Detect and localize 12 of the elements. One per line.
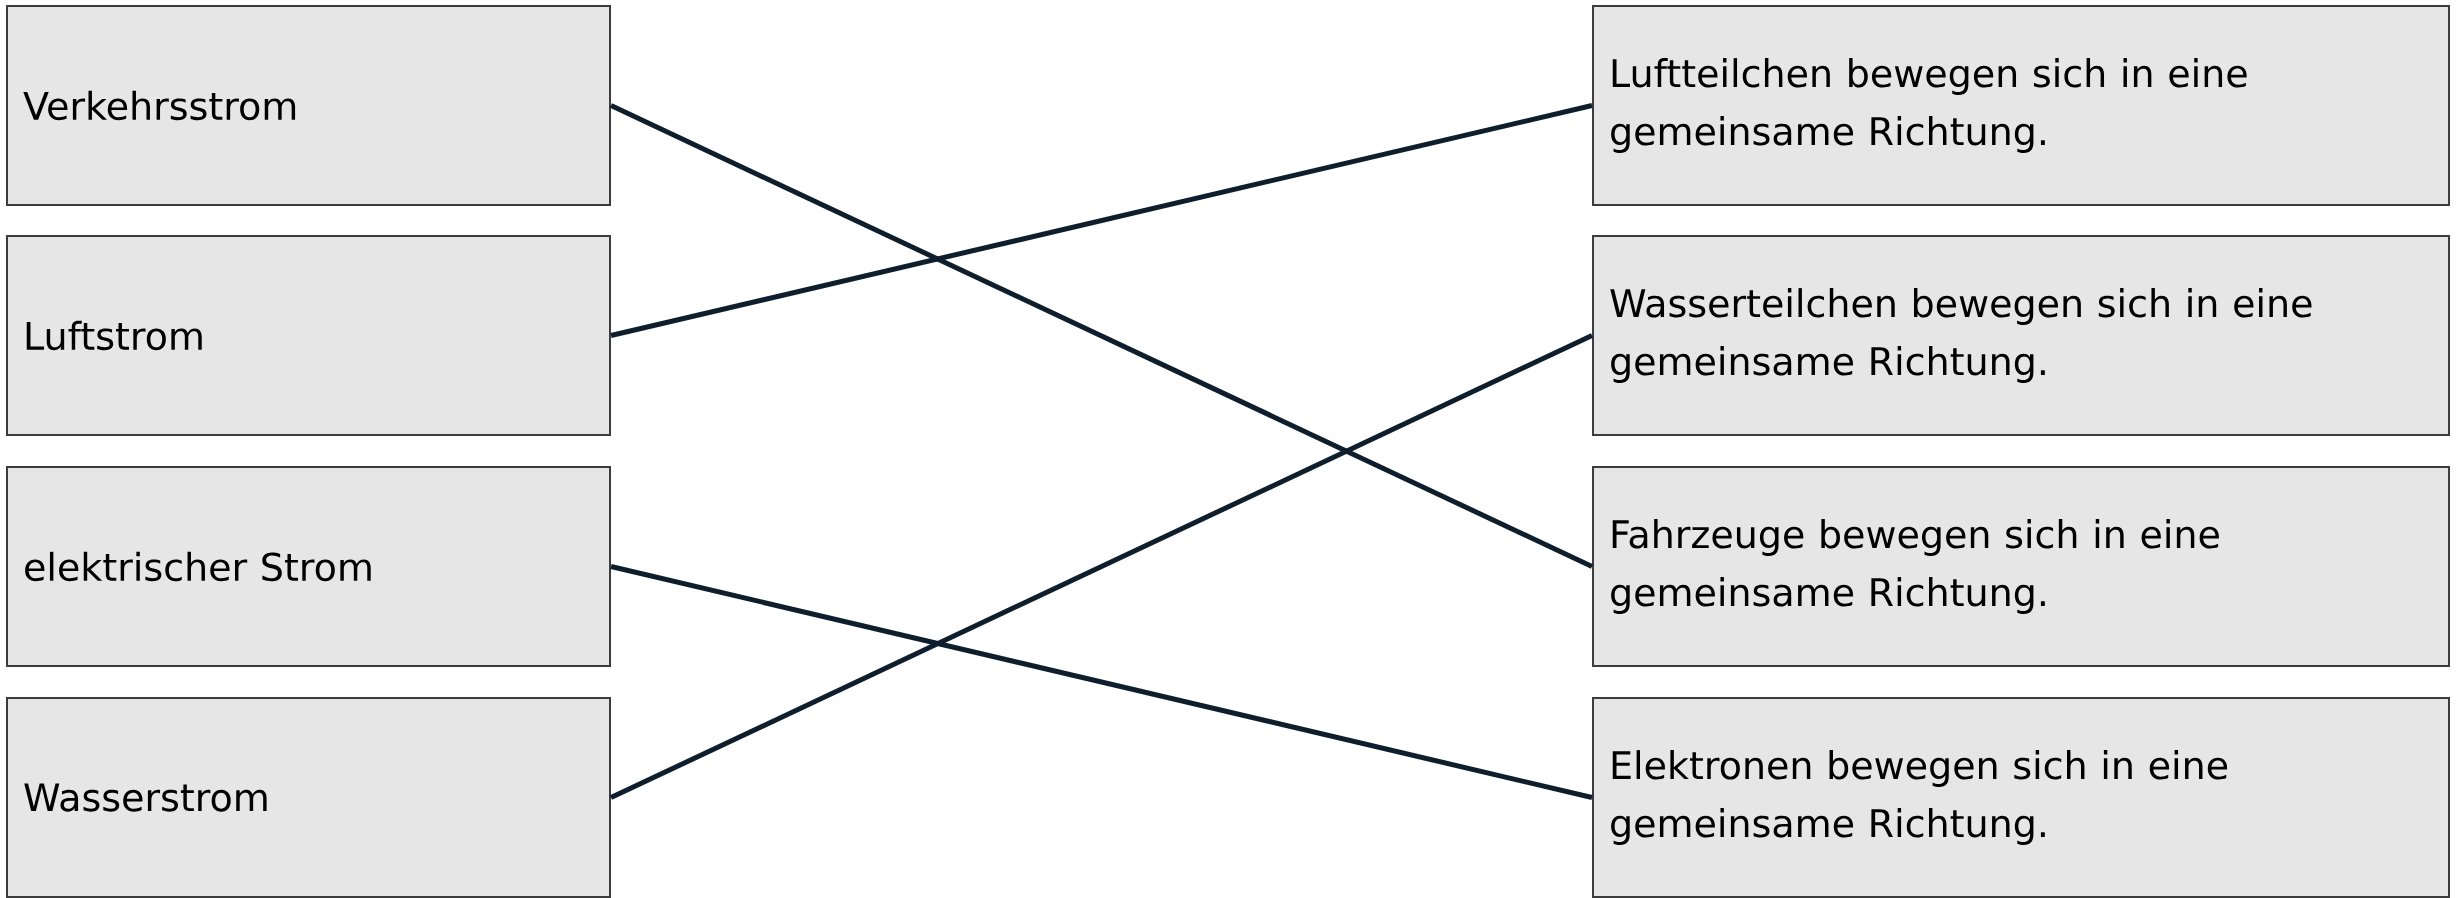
text-box: Luftstrom [6,235,611,436]
text-box: Wasserstrom [6,697,611,898]
text-box: Elektronen bewegen sich in eine gemeinsame Richtung. [1592,697,2451,898]
text-box: elektrischer Strom [6,466,611,667]
text-box: Verkehrsstrom [6,5,611,206]
text-box: Wasserteilchen bewegen sich in eine gemeinsame Richtung. [1592,235,2451,436]
connector-line [610,564,1593,800]
text-box: Fahrzeuge bewegen sich in eine gemeinsame Richtung. [1592,466,2451,667]
connector-line [610,103,1593,338]
text-box: Luftteilchen bewegen sich in eine gemeinsame Richtung. [1592,5,2451,206]
connector-line [609,333,1594,800]
connector-line [609,103,1594,569]
